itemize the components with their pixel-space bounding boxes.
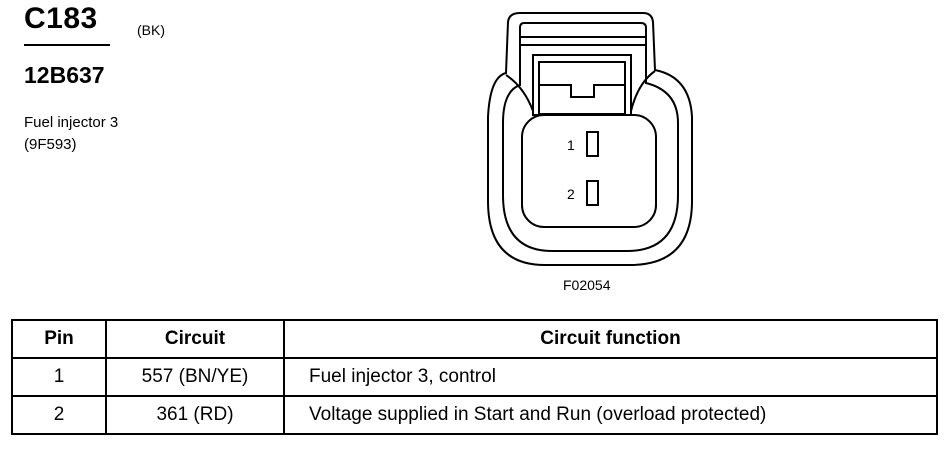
pin-cavity-face <box>521 114 657 228</box>
cell-function: Fuel injector 3, control <box>283 357 938 397</box>
figure-id: F02054 <box>563 277 611 293</box>
cell-circuit: 557 (BN/YE) <box>105 357 285 397</box>
header-circuit: Circuit <box>105 319 285 359</box>
connector-id-underline <box>24 44 110 46</box>
pin-2-terminal <box>586 180 599 206</box>
header-pin: Pin <box>11 319 107 359</box>
pin-2-label: 2 <box>567 186 575 202</box>
connector-inner-shell <box>502 22 679 252</box>
cell-pin: 1 <box>11 357 107 397</box>
component-description: Fuel injector 3 <box>24 114 119 131</box>
table-row: 2 361 (RD) Voltage supplied in Start and… <box>11 395 938 435</box>
pinout-table: Pin Circuit Circuit function 1 557 (BN/Y… <box>11 319 938 435</box>
connector-face-diagram: 1 2 <box>487 12 693 266</box>
table-row: 1 557 (BN/YE) Fuel injector 3, control <box>11 357 938 397</box>
cell-circuit: 361 (RD) <box>105 395 285 435</box>
latch-notch <box>539 84 625 98</box>
pin-1-terminal <box>586 131 599 157</box>
left-shoulder-curve <box>505 74 534 112</box>
part-number: 12B637 <box>24 62 105 88</box>
table-header-row: Pin Circuit Circuit function <box>11 319 938 359</box>
connector-color-code: (BK) <box>137 22 165 38</box>
right-shoulder-curve <box>630 70 656 112</box>
cell-pin: 2 <box>11 395 107 435</box>
connector-id: C183 <box>24 2 98 35</box>
header-circuit-function: Circuit function <box>283 319 938 359</box>
component-code: (9F593) <box>24 136 77 153</box>
pin-1-label: 1 <box>567 137 575 153</box>
latch-block-inner <box>538 61 626 115</box>
cell-function: Voltage supplied in Start and Run (overl… <box>283 395 938 435</box>
connector-outer-shell <box>487 12 693 266</box>
